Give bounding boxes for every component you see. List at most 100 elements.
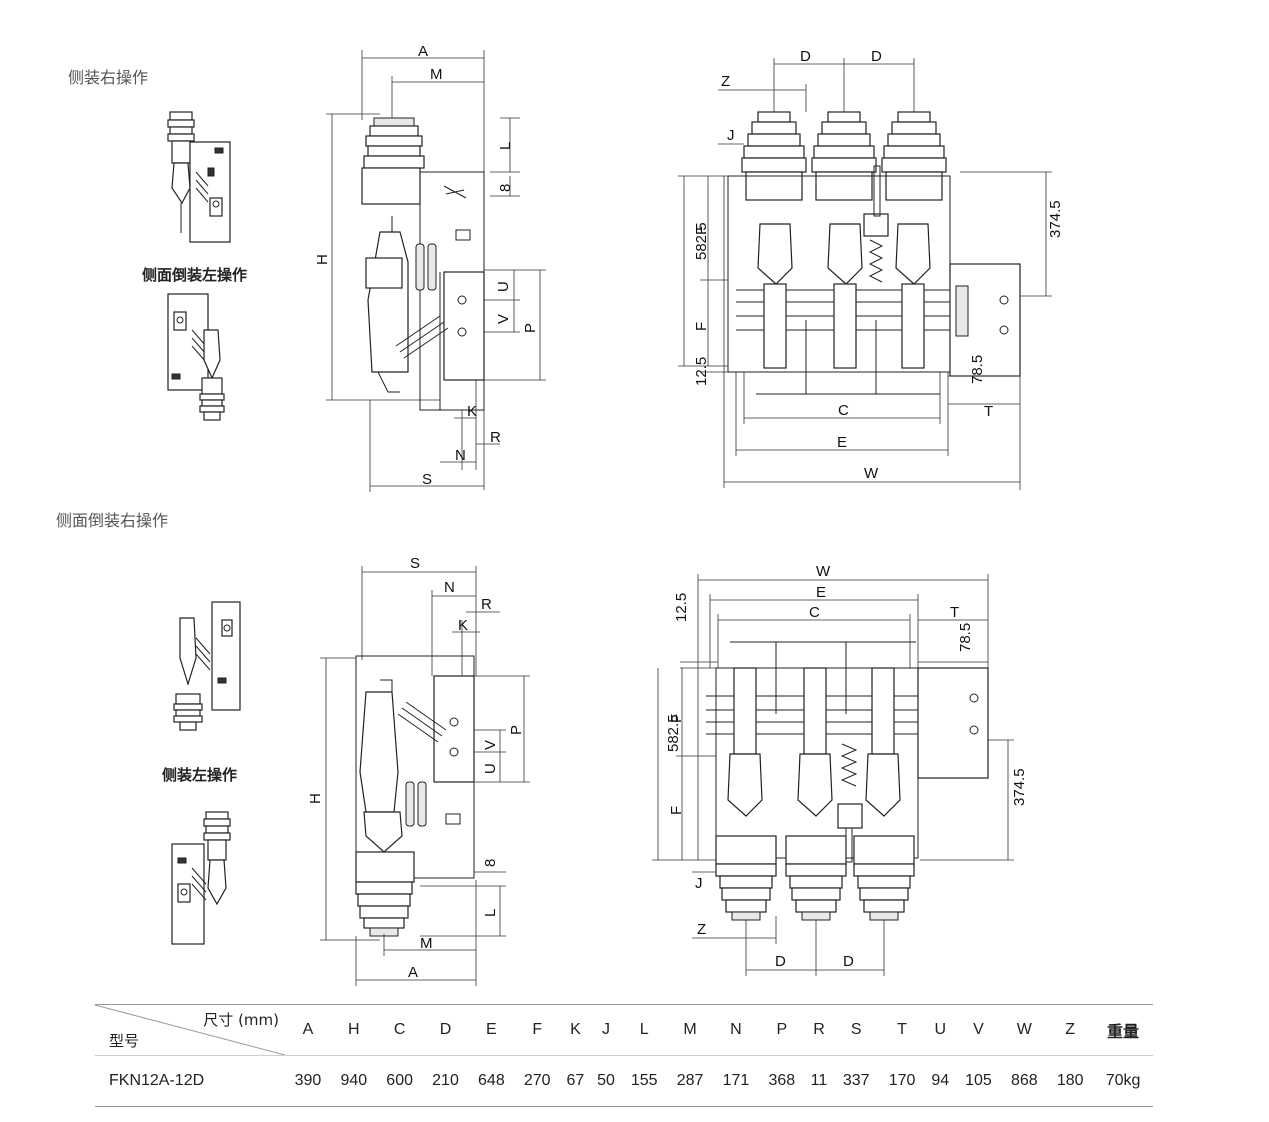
dim-label-P-bottom: P — [508, 725, 525, 735]
front-view-bottom: W E C T 78.5 12.5 — [652, 563, 1028, 976]
col-header-M: M — [667, 1004, 713, 1056]
col-header-U: U — [924, 1004, 956, 1056]
dim-label-374-bottom: 374.5 — [1011, 768, 1028, 806]
dim-label-C-bottom: C — [809, 604, 820, 621]
cell-value: 600 — [376, 1055, 423, 1107]
thumbnail-side-inverted-left-op — [167, 293, 225, 421]
dim-label-C-top: C — [838, 402, 849, 419]
table-row: FKN12A-12D 390 940 600 210 648 270 67 50… — [95, 1055, 1153, 1107]
col-header-P: P — [758, 1004, 805, 1056]
dim-label-E-bottom: E — [816, 584, 826, 601]
dim-label-8-bottom: 8 — [482, 859, 499, 867]
caption-side-right-operation: 侧装右操作 — [68, 68, 149, 87]
dim-label-E-top: E — [837, 434, 847, 451]
col-header-R: R — [804, 1004, 834, 1056]
insulator-2 — [811, 111, 877, 201]
cell-model: FKN12A-12D — [95, 1055, 285, 1107]
col-header-L: L — [621, 1004, 668, 1056]
side-view-top: A M H L 8 U V P K R N — [314, 43, 546, 492]
col-header-S: S — [833, 1004, 880, 1056]
col-header-J: J — [590, 1004, 622, 1056]
col-header-weight: 重量 — [1093, 1004, 1153, 1056]
dim-label-T-top: T — [984, 403, 993, 420]
cell-value: 70kg — [1093, 1055, 1153, 1107]
dim-label-J: J — [727, 127, 735, 144]
cell-value: 648 — [468, 1055, 515, 1107]
dim-label-W-top: W — [864, 465, 879, 482]
dim-label-F-top-1: F — [693, 226, 710, 235]
cell-value: 11 — [804, 1055, 834, 1107]
insulator-bottom-1 — [715, 835, 777, 921]
dim-label-U: U — [495, 281, 512, 292]
col-header-T: T — [879, 1004, 925, 1056]
dim-label-N: N — [455, 447, 466, 464]
caption-side-inverted-right-operation: 侧面倒装右操作 — [56, 511, 169, 530]
col-header-Z: Z — [1047, 1004, 1094, 1056]
insulator-bottom-3 — [853, 835, 915, 921]
dim-label-374-top: 374.5 — [1047, 200, 1064, 238]
dim-label-T-bottom: T — [950, 604, 959, 621]
col-header-D: D — [422, 1004, 469, 1056]
col-header-V: V — [955, 1004, 1002, 1056]
cell-value: 390 — [285, 1055, 331, 1107]
spec-table: 尺寸 (mm) 型号 A H C D E F K J L M N P R S T… — [95, 1004, 1153, 1107]
dim-label-582-top: 582.5 — [693, 222, 710, 260]
col-header-K: K — [560, 1004, 591, 1056]
dim-label-M-bottom: M — [420, 935, 433, 952]
dim-label-F-top-2: F — [693, 322, 710, 331]
dim-label-H: H — [314, 254, 331, 265]
cell-value: 67 — [560, 1055, 591, 1107]
dim-label-12-bottom: 12.5 — [673, 593, 690, 622]
dim-label-M: M — [430, 66, 443, 83]
cell-value: 368 — [758, 1055, 805, 1107]
cell-value: 94 — [924, 1055, 956, 1107]
front-view-top: D D Z J — [678, 48, 1064, 490]
dim-label-R-bottom: R — [481, 596, 492, 613]
dim-label-F-bottom-1: F — [668, 714, 685, 723]
col-header-H: H — [330, 1004, 377, 1056]
dim-label-S: S — [422, 471, 432, 488]
corner-label-dimension: 尺寸 (mm) — [203, 1011, 279, 1029]
cell-value: 180 — [1047, 1055, 1094, 1107]
dim-label-J-bottom: J — [695, 875, 703, 892]
cell-value: 105 — [955, 1055, 1002, 1107]
dim-label-F-bottom-2: F — [668, 806, 685, 815]
caption-side-inverted-left-operation: 侧面倒装左操作 — [142, 266, 248, 284]
dim-label-Z: Z — [721, 73, 730, 90]
col-header-E: E — [468, 1004, 515, 1056]
table-corner-cell: 尺寸 (mm) 型号 — [95, 1004, 285, 1056]
dim-label-K-bottom: K — [458, 617, 468, 634]
spec-header-row: 尺寸 (mm) 型号 A H C D E F K J L M N P R S T… — [95, 1004, 1153, 1056]
cell-value: 868 — [1001, 1055, 1048, 1107]
dim-label-S-bottom: S — [410, 555, 420, 572]
cell-value: 287 — [667, 1055, 713, 1107]
dim-label-R: R — [490, 429, 501, 446]
dim-label-N-bottom: N — [444, 579, 455, 596]
cell-value: 50 — [590, 1055, 622, 1107]
thumbnail-side-right-op — [167, 111, 231, 243]
col-header-F: F — [514, 1004, 561, 1056]
thumbnail-side-inverted-right-op — [173, 601, 241, 731]
col-header-W: W — [1001, 1004, 1048, 1056]
cell-value: 337 — [833, 1055, 880, 1107]
dim-label-L-bottom: L — [482, 909, 499, 917]
dim-label-A-bottom: A — [408, 964, 418, 981]
insulator-bottom-2 — [785, 835, 847, 921]
dim-label-V: V — [495, 314, 512, 324]
insulator-1 — [741, 111, 807, 201]
dim-label-D-2: D — [871, 48, 882, 65]
dim-label-V-bottom: V — [482, 740, 499, 750]
cell-value: 940 — [330, 1055, 377, 1107]
dim-label-W-bottom: W — [816, 563, 831, 580]
dim-label-D-bottom-1: D — [775, 953, 786, 970]
dim-label-P: P — [522, 323, 539, 333]
corner-label-model: 型号 — [109, 1032, 140, 1050]
dim-label-12-top: 12.5 — [693, 357, 710, 386]
dim-label-L: L — [497, 142, 514, 150]
dim-label-78-top: 78.5 — [969, 355, 986, 384]
dim-label-D-bottom-2: D — [843, 953, 854, 970]
side-view-bottom: S N R K H U V P 8 L M A — [307, 555, 530, 986]
cell-value: 171 — [713, 1055, 759, 1107]
col-header-N: N — [713, 1004, 759, 1056]
dim-label-A: A — [418, 43, 428, 60]
